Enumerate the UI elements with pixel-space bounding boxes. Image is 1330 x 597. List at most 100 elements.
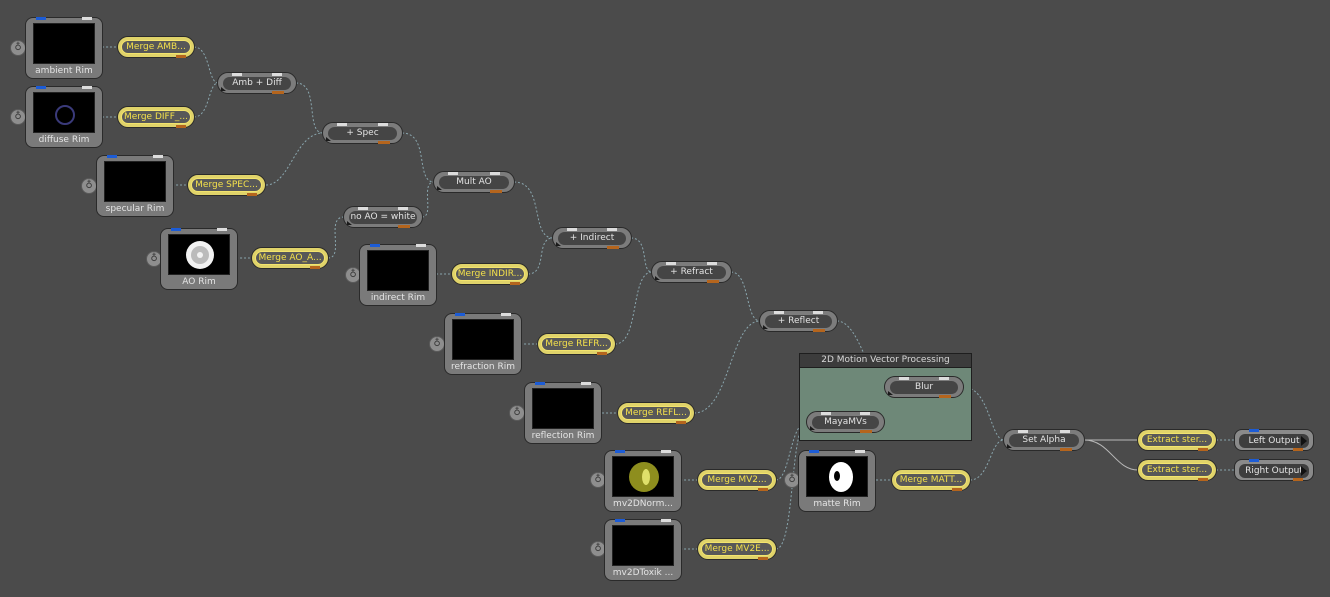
thumbnail bbox=[612, 456, 674, 497]
reader-label: indirect Rim bbox=[370, 293, 426, 303]
merge-label: Merge AO_A... bbox=[255, 251, 325, 265]
merge-label: Merge AMB... bbox=[121, 40, 191, 54]
mult-ao-node[interactable]: Mult AO bbox=[433, 171, 515, 193]
merge-label: Merge INDIR... bbox=[455, 267, 525, 281]
reader-chair-icon[interactable]: ♁ bbox=[509, 405, 525, 421]
op-label: + Spec bbox=[328, 127, 397, 140]
wheel-thumbnail-icon bbox=[186, 241, 214, 269]
add-reflect-node[interactable]: + Reflect bbox=[759, 310, 838, 332]
set-alpha-node[interactable]: Set Alpha bbox=[1003, 429, 1085, 451]
reader-label: matte Rim bbox=[813, 499, 861, 509]
wire bbox=[630, 237, 653, 273]
thumbnail bbox=[33, 92, 95, 133]
extract-stereo-right-node[interactable]: Extract ster... bbox=[1137, 459, 1217, 481]
op-label: + Refract bbox=[657, 266, 726, 279]
thumbnail bbox=[104, 161, 166, 202]
reader-label: mv2DNorm... bbox=[613, 499, 673, 509]
reader-label: refraction Rim bbox=[451, 362, 515, 372]
reader-label: specular Rim bbox=[105, 204, 165, 214]
merge-label: Merge REFR... bbox=[541, 337, 612, 351]
mayamvs-node[interactable]: MayaMVs bbox=[806, 411, 885, 433]
merge-label: Merge DIFF_... bbox=[121, 110, 191, 124]
reader-ao[interactable]: AO Rim bbox=[160, 228, 238, 290]
reader-label: ambient Rim bbox=[35, 66, 93, 76]
left-output-node[interactable]: Left Output bbox=[1234, 429, 1314, 451]
play-arrow-icon bbox=[1301, 436, 1307, 446]
reader-mv2dtoxik[interactable]: mv2DToxik ... bbox=[604, 519, 682, 581]
wire bbox=[969, 439, 1005, 481]
thumbnail bbox=[168, 234, 230, 275]
add-indirect-node[interactable]: + Indirect bbox=[552, 227, 632, 249]
blur-node[interactable]: Blur bbox=[884, 376, 964, 398]
reader-reflection[interactable]: reflection Rim bbox=[524, 382, 602, 444]
wheel-thumbnail-icon bbox=[55, 105, 75, 125]
op-label: Blur bbox=[890, 381, 958, 394]
merge-label: Merge MV2E... bbox=[701, 542, 773, 556]
op-label: no AO = white bbox=[349, 211, 417, 224]
merge-diff-node[interactable]: Merge DIFF_... bbox=[117, 106, 195, 128]
merge-mv2a-node[interactable]: Merge MV2... bbox=[697, 469, 777, 491]
op-label: Set Alpha bbox=[1009, 434, 1079, 447]
merge-label: Extract ster... bbox=[1141, 433, 1213, 447]
op-label: + Reflect bbox=[765, 315, 832, 328]
merge-label: Extract ster... bbox=[1141, 463, 1213, 477]
reader-indirect[interactable]: indirect Rim bbox=[359, 244, 437, 306]
reader-mv2dnorm[interactable]: mv2DNorm... bbox=[604, 450, 682, 512]
wire bbox=[527, 237, 554, 275]
amb-diff-node[interactable]: Amb + Diff bbox=[217, 72, 297, 94]
merge-mv2b-node[interactable]: Merge MV2E... bbox=[697, 538, 777, 560]
thumbnail bbox=[612, 525, 674, 566]
reader-chair-icon[interactable]: ♁ bbox=[10, 40, 26, 56]
thumbnail bbox=[33, 23, 95, 64]
add-spec-node[interactable]: + Spec bbox=[322, 122, 403, 144]
wire bbox=[401, 132, 435, 183]
merge-label: Merge SPEC... bbox=[191, 178, 262, 192]
output-label: Right Output bbox=[1239, 464, 1309, 478]
op-label: Amb + Diff bbox=[223, 77, 291, 90]
thumbnail bbox=[452, 319, 514, 360]
merge-indir-node[interactable]: Merge INDIR... bbox=[451, 263, 529, 285]
reader-specular[interactable]: specular Rim bbox=[96, 155, 174, 217]
merge-label: Merge MV2... bbox=[701, 473, 773, 487]
wire bbox=[614, 271, 653, 345]
extract-stereo-left-node[interactable]: Extract ster... bbox=[1137, 429, 1217, 451]
wire bbox=[730, 271, 761, 322]
merge-ao-node[interactable]: Merge AO_A... bbox=[251, 247, 329, 269]
reader-matte[interactable]: matte Rim bbox=[798, 450, 876, 512]
reader-ambient[interactable]: ambient Rim bbox=[25, 17, 103, 79]
merge-label: Merge MATT... bbox=[895, 473, 967, 487]
merge-spec-node[interactable]: Merge SPEC... bbox=[187, 174, 266, 196]
wire bbox=[421, 181, 435, 218]
thumbnail bbox=[367, 250, 429, 291]
reader-label: mv2DToxik ... bbox=[612, 568, 674, 578]
wire bbox=[193, 82, 219, 118]
reader-chair-icon[interactable]: ♁ bbox=[10, 109, 26, 125]
right-output-node[interactable]: Right Output bbox=[1234, 459, 1314, 481]
merge-refl-node[interactable]: Merge REFL... bbox=[617, 402, 695, 424]
group-title: 2D Motion Vector Processing bbox=[800, 354, 971, 368]
reader-label: reflection Rim bbox=[531, 431, 595, 441]
output-label: Left Output bbox=[1239, 434, 1309, 448]
wire bbox=[693, 320, 761, 414]
wire bbox=[193, 46, 219, 84]
wire bbox=[295, 82, 324, 134]
op-label: + Indirect bbox=[558, 232, 626, 245]
reader-refraction[interactable]: refraction Rim bbox=[444, 313, 522, 375]
wheel-thumbnail-icon bbox=[629, 462, 659, 492]
merge-refr-node[interactable]: Merge REFR... bbox=[537, 333, 616, 355]
wire bbox=[1083, 439, 1139, 471]
reader-label: diffuse Rim bbox=[38, 135, 90, 145]
op-label: MayaMVs bbox=[812, 416, 879, 429]
reader-chair-icon[interactable]: ♁ bbox=[81, 178, 97, 194]
add-refract-node[interactable]: + Refract bbox=[651, 261, 732, 283]
play-arrow-icon bbox=[1301, 466, 1307, 476]
wire bbox=[265, 132, 324, 186]
reader-diffuse[interactable]: diffuse Rim bbox=[25, 86, 103, 148]
reader-chair-icon[interactable]: ♁ bbox=[429, 336, 445, 352]
no-ao-white-node[interactable]: no AO = white bbox=[343, 206, 423, 228]
wire bbox=[513, 181, 554, 239]
merge-amb-node[interactable]: Merge AMB... bbox=[117, 36, 195, 58]
merge-label: Merge REFL... bbox=[621, 406, 691, 420]
merge-matt-node[interactable]: Merge MATT... bbox=[891, 469, 971, 491]
